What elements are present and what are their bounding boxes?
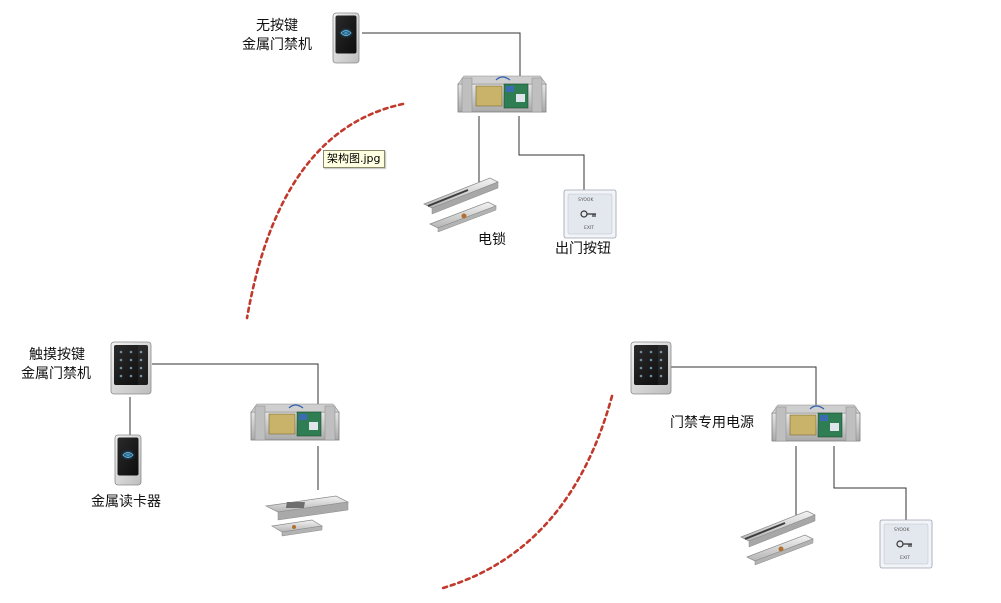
right-power-supply-label: 门禁专用电源 <box>670 415 754 431</box>
top-lock-label: 电锁 <box>478 232 506 248</box>
right-exit-button-caption: EXIT <box>900 555 910 561</box>
top-reader-label-line1: 无按键 <box>256 18 298 34</box>
right-exit-button-brand: SYOOK <box>894 527 910 533</box>
top-maglock-device <box>423 177 499 233</box>
wire-left-keypad-to-psu <box>152 363 319 404</box>
top-exit-button-brand: SYOOK <box>578 197 594 203</box>
left-card-reader-device <box>114 434 142 486</box>
right-maglock-device <box>740 510 816 566</box>
left-card-reader-label: 金属读卡器 <box>91 494 161 510</box>
left-keypad-label-line1: 触摸按键 <box>29 347 85 363</box>
filename-tooltip: 架构图.jpg <box>323 150 385 168</box>
dashed-arc-lower-right <box>441 394 614 590</box>
wire-top-reader-to-psu <box>362 32 521 76</box>
top-power-supply-device <box>457 75 547 113</box>
right-power-supply-device <box>771 404 861 442</box>
left-bolt-lock-device <box>265 495 349 537</box>
right-keypad-reader-device <box>630 341 672 395</box>
wire-right-psu-to-exit-button <box>833 446 907 520</box>
top-card-reader-device <box>332 12 360 64</box>
top-exit-button-caption: EXIT <box>584 225 594 231</box>
top-reader-label-line2: 金属门禁机 <box>242 37 312 53</box>
top-exit-button-label: 出门按钮 <box>555 241 611 257</box>
dashed-arc-upper-left <box>245 102 405 320</box>
left-keypad-label-line2: 金属门禁机 <box>21 366 91 382</box>
left-power-supply-device <box>250 403 340 441</box>
wire-top-psu-to-exit-button <box>518 116 585 190</box>
wiring <box>129 32 907 520</box>
dashed-arcs <box>245 102 614 590</box>
left-keypad-reader-device <box>110 341 152 395</box>
wire-right-reader-to-psu <box>660 366 817 405</box>
